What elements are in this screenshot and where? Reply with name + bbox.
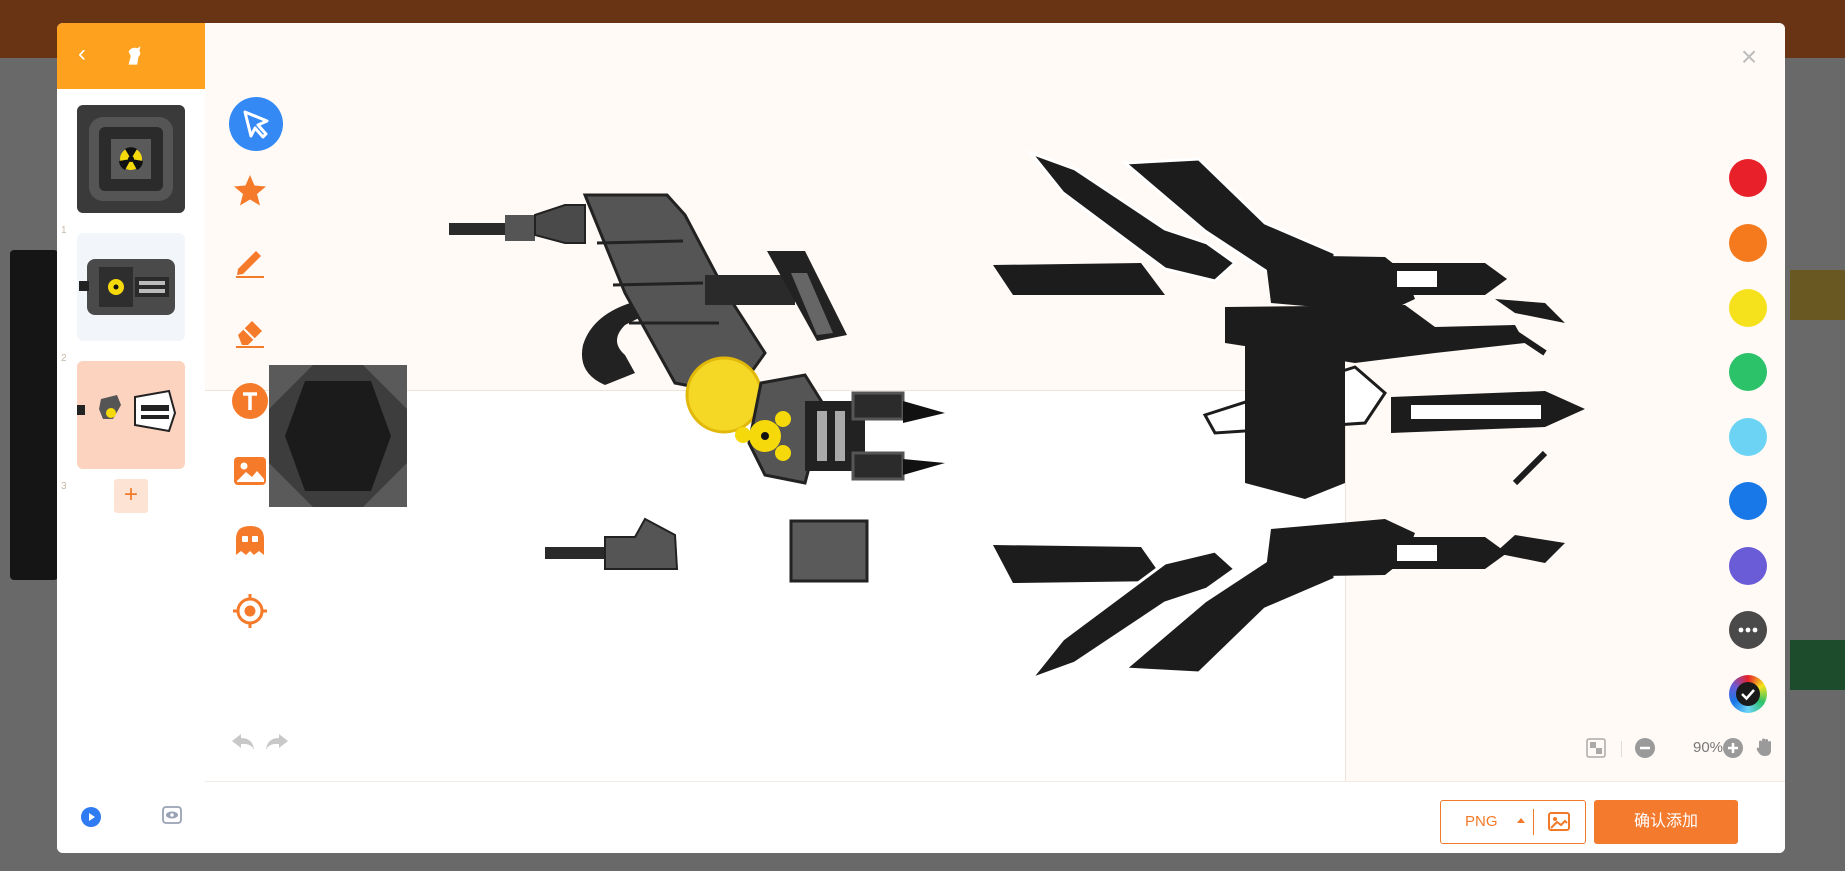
format-value: PNG bbox=[1465, 813, 1498, 830]
preview-icon[interactable] bbox=[161, 806, 183, 826]
page-thumb-2[interactable] bbox=[77, 233, 185, 341]
logo-icon bbox=[128, 46, 141, 65]
confirm-add-button[interactable]: 确认添加 bbox=[1594, 800, 1738, 844]
play-icon[interactable] bbox=[81, 807, 101, 827]
color-swatch-purple[interactable] bbox=[1729, 547, 1767, 585]
sprite-turret bbox=[449, 193, 945, 485]
canvas-guide bbox=[1345, 390, 1346, 781]
text-tool[interactable] bbox=[232, 383, 268, 419]
more-colors-button[interactable] bbox=[1729, 611, 1767, 649]
color-wheel-icon bbox=[1736, 682, 1760, 706]
thumb-image bbox=[77, 105, 185, 213]
canvas-artwork bbox=[269, 149, 1585, 683]
sprite-cannon bbox=[545, 517, 869, 583]
page-number: 3 bbox=[61, 481, 67, 492]
color-swatch-blue[interactable] bbox=[1729, 482, 1767, 520]
more-icon bbox=[1738, 627, 1758, 633]
select-tool[interactable] bbox=[229, 97, 283, 151]
zoom-level: 90% bbox=[1693, 739, 1724, 756]
image-export-icon[interactable] bbox=[1547, 810, 1571, 834]
eraser-icon bbox=[236, 321, 264, 348]
locate-tool[interactable] bbox=[232, 593, 268, 629]
thumb-image bbox=[77, 389, 177, 433]
undo-icon[interactable] bbox=[229, 730, 257, 754]
character-tool[interactable] bbox=[232, 523, 268, 559]
page-thumb-1[interactable] bbox=[77, 105, 185, 213]
drawing-canvas[interactable]: × bbox=[205, 23, 1785, 781]
close-button[interactable]: × bbox=[1740, 41, 1758, 72]
zoom-in-icon[interactable] bbox=[1723, 738, 1743, 758]
ghost-icon bbox=[236, 526, 264, 555]
pages-sidebar: ‹ 1 2 bbox=[57, 23, 206, 853]
hand-icon[interactable] bbox=[1753, 736, 1775, 758]
color-swatch-green[interactable] bbox=[1729, 353, 1767, 391]
page-number: 2 bbox=[61, 353, 67, 364]
color-swatch-yellow[interactable] bbox=[1729, 289, 1767, 327]
add-page-button[interactable]: + bbox=[114, 479, 148, 513]
zoom-divider bbox=[1621, 741, 1622, 757]
select-icon bbox=[229, 97, 283, 151]
thumb-image bbox=[79, 259, 175, 315]
pencil-tool[interactable] bbox=[232, 243, 268, 279]
eraser-tool[interactable] bbox=[232, 313, 268, 349]
back-icon[interactable]: ‹ bbox=[78, 40, 86, 67]
zoom-out-icon[interactable] bbox=[1635, 738, 1655, 758]
page-thumb-3[interactable] bbox=[77, 361, 185, 469]
caret-up-icon bbox=[1517, 818, 1525, 823]
color-swatch-light-blue[interactable] bbox=[1729, 418, 1767, 456]
format-divider bbox=[1533, 809, 1534, 835]
editor-footer: PNG 确认添加 bbox=[205, 781, 1785, 853]
page-number: 1 bbox=[61, 225, 67, 236]
sticker-tool[interactable] bbox=[232, 173, 268, 209]
custom-color-button[interactable] bbox=[1729, 675, 1767, 713]
sidebar-header: ‹ bbox=[57, 23, 205, 89]
sprite-spaceship bbox=[993, 149, 1585, 683]
star-icon bbox=[234, 175, 266, 206]
target-icon bbox=[233, 594, 267, 628]
transparent-bg-icon[interactable] bbox=[1585, 737, 1607, 759]
image-icon bbox=[234, 457, 266, 485]
image-editor-modal: ‹ 1 2 bbox=[57, 23, 1785, 853]
color-swatch-orange[interactable] bbox=[1729, 224, 1767, 262]
text-icon bbox=[232, 383, 268, 419]
image-tool[interactable] bbox=[232, 453, 268, 489]
sprite-square-block bbox=[269, 365, 407, 507]
pencil-icon bbox=[236, 251, 264, 278]
redo-icon[interactable] bbox=[263, 730, 291, 754]
color-swatch-red[interactable] bbox=[1729, 159, 1767, 197]
format-select[interactable]: PNG bbox=[1440, 800, 1586, 844]
